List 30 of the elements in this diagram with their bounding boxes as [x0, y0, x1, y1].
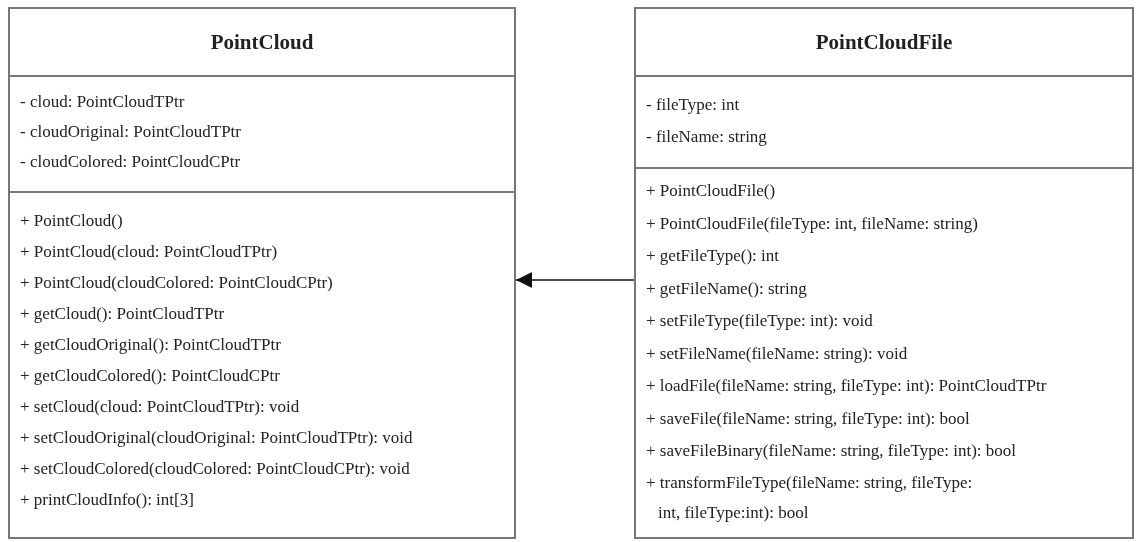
method-text: + setFileType(fileType: int): void: [646, 310, 874, 332]
method-text: + printCloudInfo(): int[3]: [20, 489, 195, 511]
attribute-text: - cloudOriginal: PointCloudTPtr: [20, 121, 242, 143]
method-text: + getFileType(): int: [646, 245, 781, 267]
uml-class-box: [634, 7, 1134, 539]
uml-class-box: [8, 7, 516, 539]
method-text: + getCloudOriginal(): PointCloudTPtr: [20, 334, 282, 356]
method-text: + PointCloudFile(): [646, 180, 777, 202]
method-text: + transformFileType(fileName: string, fileType: int, fileType:int): bool: [646, 471, 974, 524]
method-text: + PointCloud(cloud: PointCloudTPtr): [20, 241, 279, 263]
method-text: + PointCloudFile(fileType: int, fileName: string): [646, 212, 979, 235]
method-text: + setCloudOriginal(cloudOriginal: PointCloudTPtr): void: [20, 427, 414, 449]
attribute-text: - cloudColored: PointCloudCPtr: [20, 151, 242, 173]
method-text: + PointCloud(): [20, 210, 124, 232]
method-text: + PointCloud(cloudColored: PointCloudCPtr): [20, 272, 334, 294]
attribute-text: - fileName: string: [646, 126, 768, 148]
method-text: + setCloud(cloud: PointCloudTPtr): void: [20, 396, 301, 418]
class-name: PointCloud: [209, 28, 315, 56]
method-text: + getCloud(): PointCloudTPtr: [20, 303, 226, 325]
method-text: + setFileName(fileName: string): void: [646, 342, 909, 365]
method-text: + loadFile(fileName: string, fileType: int): PointCloudTPtr: [646, 375, 1048, 397]
attribute-text: - fileType: int: [646, 94, 741, 116]
attribute-text: - cloud: PointCloudTPtr: [20, 91, 186, 113]
method-text: + getCloudColored(): PointCloudCPtr: [20, 365, 281, 387]
method-text: + saveFileBinary(fileName: string, fileType: int): bool: [646, 440, 1018, 462]
method-text: + saveFile(fileName: string, fileType: int): bool: [646, 407, 971, 430]
class-name: PointCloudFile: [814, 28, 954, 56]
method-text: + getFileName(): string: [646, 277, 808, 300]
method-text: + setCloudColored(cloudColored: PointCloudCPtr): void: [20, 458, 411, 480]
arrow: [515, 272, 635, 288]
